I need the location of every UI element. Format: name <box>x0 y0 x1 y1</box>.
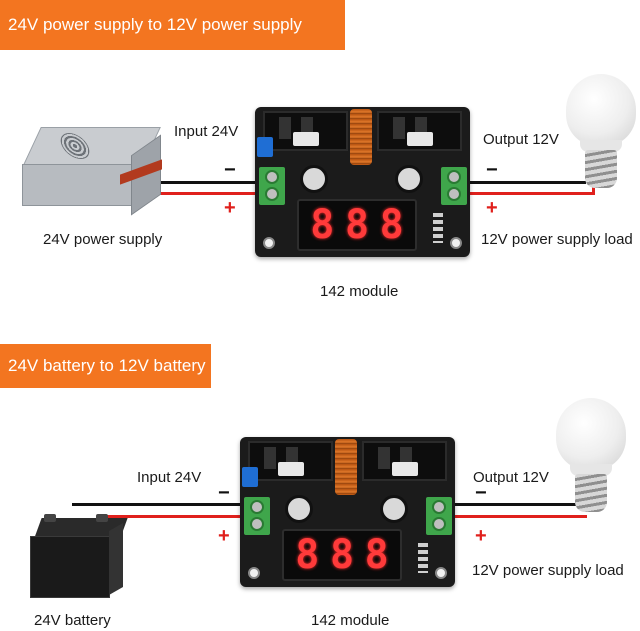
positive-sign: + <box>218 525 230 547</box>
negative-sign: − <box>486 159 498 181</box>
positive-sign: + <box>224 197 236 219</box>
negative-sign: − <box>475 482 487 504</box>
negative-sign: − <box>218 482 230 504</box>
source-label: 24V power supply <box>43 231 163 248</box>
display-digit: 8 <box>295 532 320 578</box>
power-supply-icon <box>22 127 162 216</box>
input-voltage-label: Input 24V <box>137 469 202 486</box>
led-display: 8 8 8 <box>297 199 417 251</box>
positive-sign: + <box>475 525 487 547</box>
source-label: 24V battery <box>34 612 111 629</box>
buck-converter-module-icon: 8 8 8 <box>240 437 455 587</box>
light-bulb-icon <box>556 398 626 518</box>
battery-icon <box>30 514 128 600</box>
input-voltage-label: Input 24V <box>174 123 239 140</box>
output-voltage-label: Output 12V <box>483 131 559 148</box>
positive-sign: + <box>486 197 498 219</box>
negative-sign: − <box>224 159 236 181</box>
led-display: 8 8 8 <box>282 529 402 581</box>
positive-wire-in <box>150 192 258 195</box>
positive-wire-out <box>455 515 587 518</box>
display-digit: 8 <box>379 202 404 248</box>
module-label: 142 module <box>320 283 399 300</box>
light-bulb-icon <box>566 74 636 194</box>
buck-converter-module-icon: 8 8 8 <box>255 107 470 257</box>
negative-wire-in <box>150 181 258 184</box>
output-voltage-label: Output 12V <box>473 469 549 486</box>
display-digit: 8 <box>344 202 370 248</box>
banner-battery-to-12v: 24V battery to 12V battery <box>0 344 211 388</box>
load-label: 12V power supply load <box>481 231 633 248</box>
display-digit: 8 <box>364 532 389 578</box>
banner-title: 24V power supply to 12V power supply <box>8 15 302 34</box>
positive-wire-out-drop <box>592 186 595 195</box>
banner-psu-to-12v: 24V power supply to 12V power supply <box>0 0 345 50</box>
negative-wire-out <box>466 181 586 184</box>
display-digit: 8 <box>310 202 335 248</box>
display-digit: 8 <box>329 532 355 578</box>
negative-wire-in <box>72 503 244 506</box>
banner-title: 24V battery to 12V battery <box>8 356 206 375</box>
load-label: 12V power supply load <box>472 562 624 579</box>
positive-wire-in <box>105 515 244 518</box>
module-label: 142 module <box>311 612 390 629</box>
negative-wire-out <box>455 503 585 506</box>
positive-wire-out <box>466 192 592 195</box>
